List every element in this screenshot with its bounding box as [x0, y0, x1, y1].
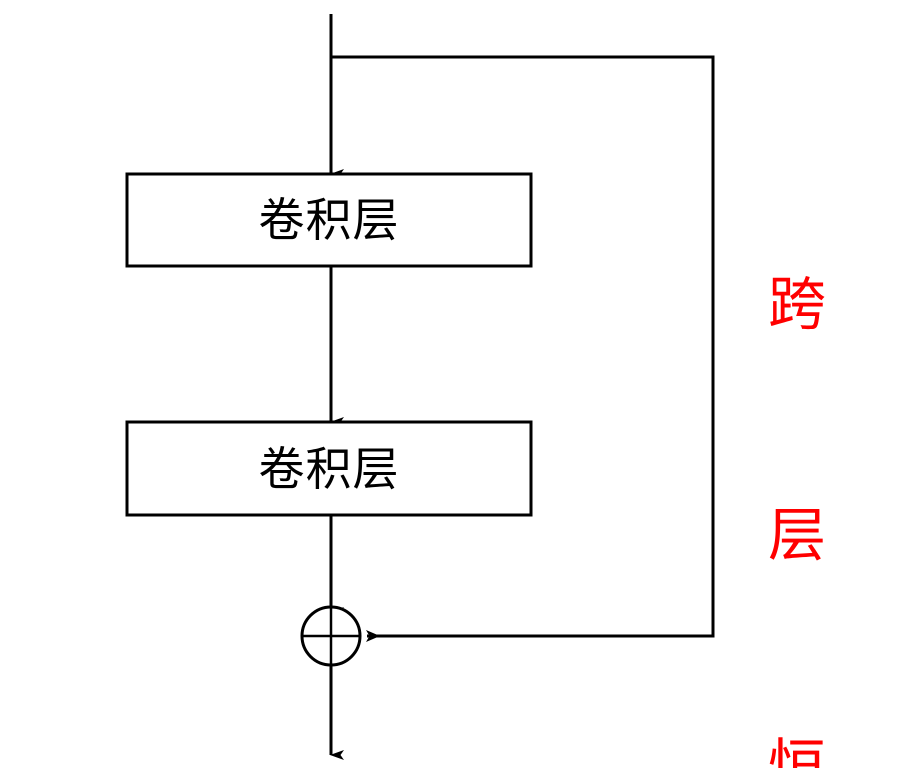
annotation-char-1: 跨: [767, 270, 826, 338]
skip-connection-path: [331, 55, 715, 642]
annotation-char-3: 恒: [767, 732, 826, 768]
conv-box-2[interactable]: [125, 420, 533, 517]
conv-box-1-label: 卷积层: [258, 193, 400, 247]
add-node[interactable]: [300, 605, 362, 667]
conv-box-2-label: 卷积层: [258, 441, 400, 496]
conv-box-1[interactable]: [125, 172, 533, 268]
skip-connection-edge: [331, 55, 715, 642]
annotation-char-2: 层: [767, 501, 826, 569]
skip-connection-annotation: 跨 层 恒 等 连 接: [762, 112, 832, 768]
